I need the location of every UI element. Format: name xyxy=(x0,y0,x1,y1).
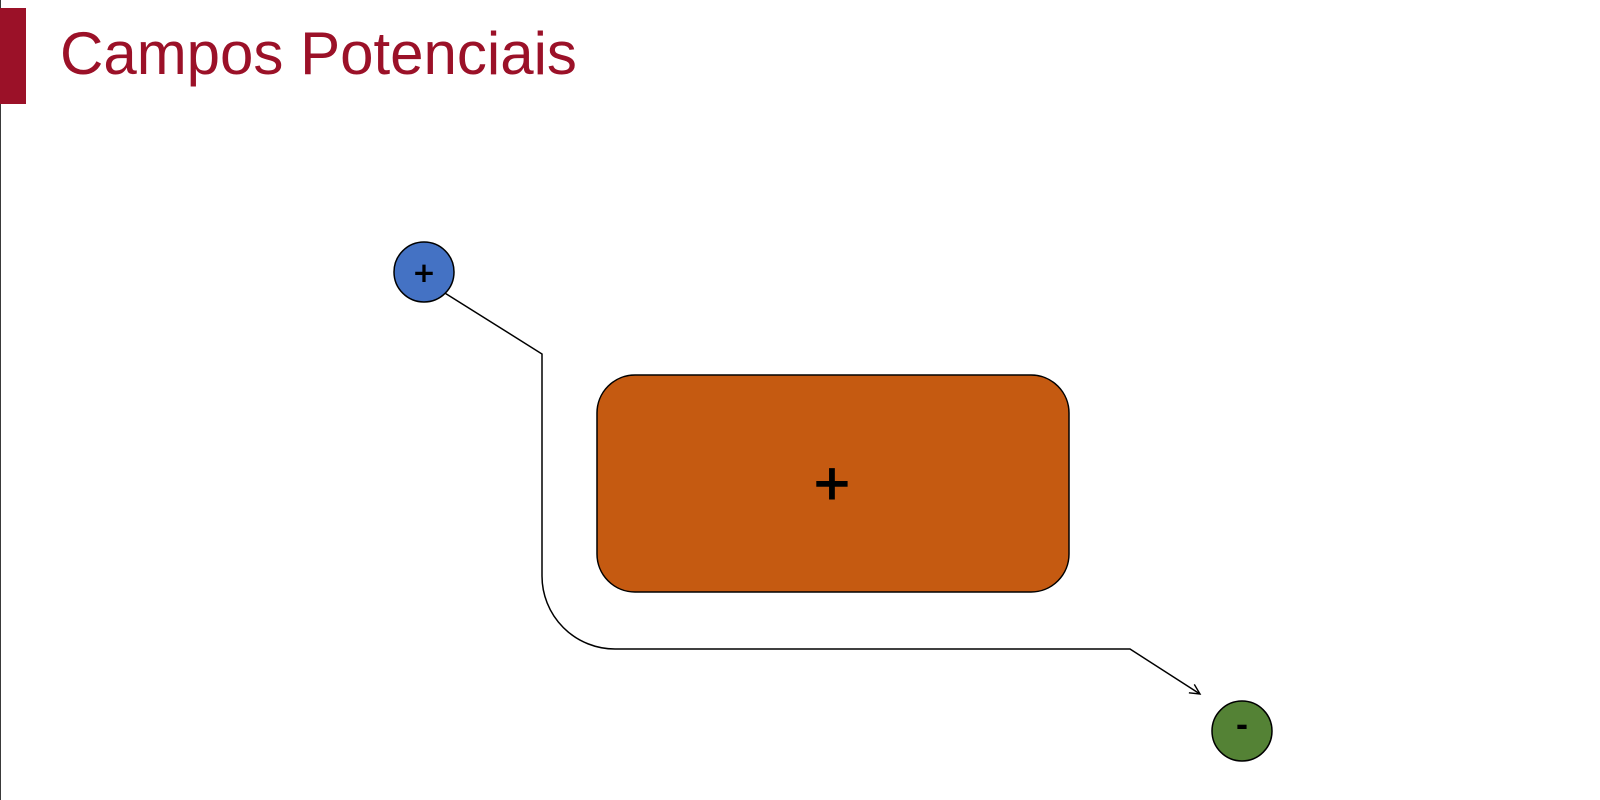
start-charge-plus-sign: + xyxy=(412,256,435,289)
slide-left-border xyxy=(0,0,1,800)
goal-charge-minus-sign: - xyxy=(1236,709,1248,744)
title-accent-bar xyxy=(0,8,26,104)
obstacle-rectangle xyxy=(596,374,1070,593)
trajectory-arrow xyxy=(439,289,1202,695)
start-charge-circle xyxy=(393,241,455,303)
obstacle-plus-sign: + xyxy=(811,454,853,512)
goal-charge-circle xyxy=(1211,700,1273,762)
slide-title: Campos Potenciais xyxy=(60,20,577,87)
